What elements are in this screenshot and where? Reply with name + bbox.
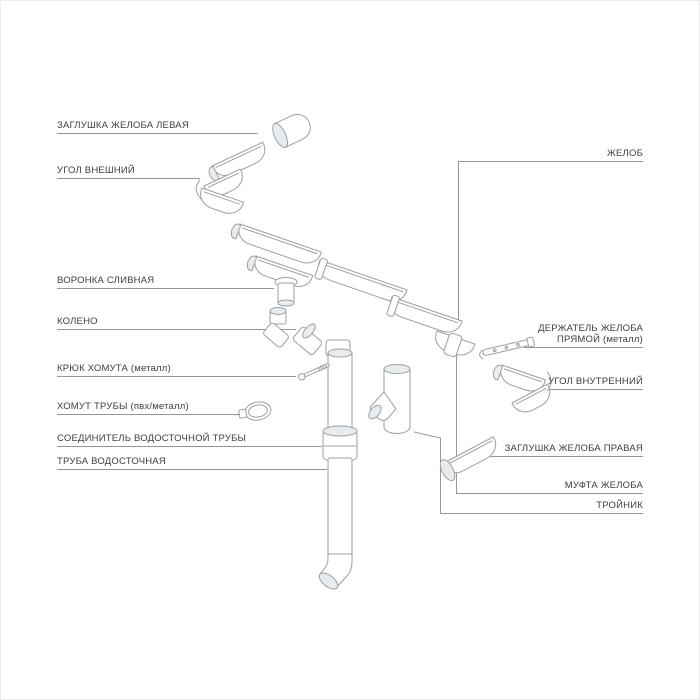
part-outlet-bend [316,554,352,592]
leader-gutter-coupling [457,354,644,494]
label-gutter-bracket: ДЕРЖАТЕЛЬ ЖЕЛОБА ПРЯМОЙ (металл) [538,323,643,345]
part-inner-corner [491,363,555,417]
part-downpipe-lower [328,458,352,556]
leader-tee [414,432,643,514]
part-gutter-end-cap-left [270,110,315,149]
label-outer-corner: УГОЛ ВНЕШНИЙ [57,165,135,176]
part-tee [366,365,410,434]
label-end-cap-right: ЗАГЛУШКА ЖЕЛОБА ПРАВАЯ [504,443,643,454]
part-clamp-hook [298,362,331,381]
part-gutter-coupling [431,328,476,362]
label-inner-corner: УГОЛ ВНУТРЕННИЙ [548,376,643,387]
part-outer-corner [196,169,247,217]
label-downpipe: ТРУБА ВОДОСТОЧНАЯ [57,456,166,467]
label-gutter: ЖЕЛОБ [607,148,643,159]
label-tee: ТРОЙНИК [596,500,643,511]
label-clamp-hook: КРЮК ХОМУТА (металл) [57,363,171,374]
part-gutter-bracket [478,337,535,360]
part-gutter-section-1 [229,222,321,267]
label-pipe-connector: СОЕДИНИТЕЛЬ ВОДОСТОЧНОЙ ТРУБЫ [57,433,247,444]
part-gutter-section-2 [314,258,408,308]
leader-lines [57,134,643,514]
label-end-cap-left: ЗАГЛУШКА ЖЕЛОБА ЛЕВАЯ [57,120,189,131]
parts [196,110,555,592]
label-pipe-clamp: ХОМУТ ТРУБЫ (пвх/металл) [57,401,189,412]
part-gutter-end-cap-right [437,434,502,483]
label-elbow: КОЛЕНО [57,316,98,327]
part-gutter-section-3 [386,295,463,339]
leader-gutter [459,162,644,321]
part-pipe-connector [323,426,357,460]
label-drain-funnel: ВОРОНКА СЛИВНАЯ [57,275,155,286]
part-pipe-clamp [234,400,273,424]
part-drain-funnel [245,254,312,306]
label-gutter-coupling: МУФТА ЖЕЛОБА [564,480,643,491]
part-elbow-upper [262,308,289,349]
part-downpipe-upper [328,349,352,432]
